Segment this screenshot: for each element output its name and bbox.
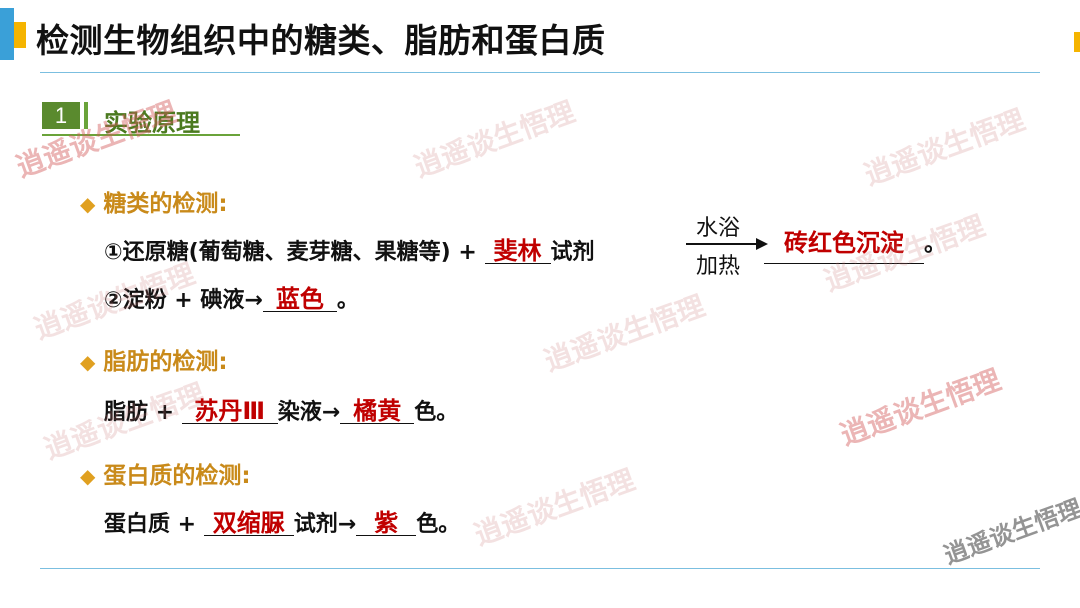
section-accent xyxy=(84,102,88,129)
diamond-bullet-icon: ◆ xyxy=(80,464,96,488)
answer-blank-orange: 橘黄 xyxy=(340,399,415,424)
sugar-line-1: ①还原糖(葡萄糖、麦芽糖、果糖等) + 斐林试剂 xyxy=(104,234,595,266)
protein-line-prefix: 蛋白质 + xyxy=(104,512,197,537)
watermark: 逍遥谈生悟理 xyxy=(539,289,710,378)
title-accent-bar xyxy=(0,8,14,60)
watermark: 逍遥谈生悟理 xyxy=(940,494,1080,570)
sugar-line2-prefix: ②淀粉 + 碘液→ xyxy=(104,288,263,313)
title-divider xyxy=(40,72,1040,73)
fat-line-mid: 染液→ xyxy=(277,400,341,425)
answer-blank-blue: 蓝色 xyxy=(262,287,337,312)
section-number: 1 xyxy=(42,102,80,129)
diamond-bullet-icon: ◆ xyxy=(80,192,96,216)
protein-line-mid: 试剂→ xyxy=(293,512,357,537)
protein-line: 蛋白质 + 双缩脲试剂→紫色。 xyxy=(104,506,460,538)
answer-blank-fehling: 斐林 xyxy=(484,239,551,264)
sugar-line-1-result: 砖红色沉淀。 xyxy=(764,226,946,264)
sugar-heading-text: 糖类的检测: xyxy=(103,191,228,217)
watermark: 逍遥谈生悟理 xyxy=(835,363,1006,452)
fat-line-prefix: 脂肪 + xyxy=(104,400,175,425)
watermark: 逍遥谈生悟理 xyxy=(469,463,640,552)
sugar-line2-suffix: 。 xyxy=(336,288,359,313)
sugar-line1-suffix: 。 xyxy=(924,232,947,257)
answer-blank-biuret: 双缩脲 xyxy=(203,511,294,536)
watermark: 逍遥谈生悟理 xyxy=(409,95,580,184)
sugar-heading: ◆ 糖类的检测: xyxy=(80,184,228,218)
sugar-line1-mid: 试剂 xyxy=(550,240,595,265)
reaction-arrow-line xyxy=(686,243,758,245)
diamond-bullet-icon: ◆ xyxy=(80,350,96,374)
protein-heading-text: 蛋白质的检测: xyxy=(103,463,251,489)
bottom-divider xyxy=(40,568,1040,569)
section-title: 实验原理 xyxy=(104,109,200,137)
arrow-right-icon xyxy=(756,238,768,250)
title-accent-bar-yellow xyxy=(14,22,26,48)
fat-line-suffix: 色。 xyxy=(414,400,459,425)
section-underline xyxy=(42,134,240,136)
watermark: 逍遥谈生悟理 xyxy=(859,103,1030,192)
protein-heading: ◆ 蛋白质的检测: xyxy=(80,456,251,490)
right-accent-bar xyxy=(1074,32,1080,52)
condition-bottom: 加热 xyxy=(696,254,741,279)
answer-blank-brick-red: 砖红色沉淀 xyxy=(764,231,924,264)
fat-heading: ◆ 脂肪的检测: xyxy=(80,342,228,376)
sugar-line-2: ②淀粉 + 碘液→蓝色。 xyxy=(104,282,359,314)
condition-top: 水浴 xyxy=(696,216,741,241)
protein-line-suffix: 色。 xyxy=(416,512,461,537)
page-title: 检测生物组织中的糖类、脂肪和蛋白质 xyxy=(36,21,606,60)
fat-heading-text: 脂肪的检测: xyxy=(103,349,228,375)
answer-blank-sudan: 苏丹Ⅲ xyxy=(181,399,278,424)
sugar-line1-prefix: ①还原糖(葡萄糖、麦芽糖、果糖等) + xyxy=(104,240,477,265)
answer-blank-purple: 紫 xyxy=(356,511,417,536)
